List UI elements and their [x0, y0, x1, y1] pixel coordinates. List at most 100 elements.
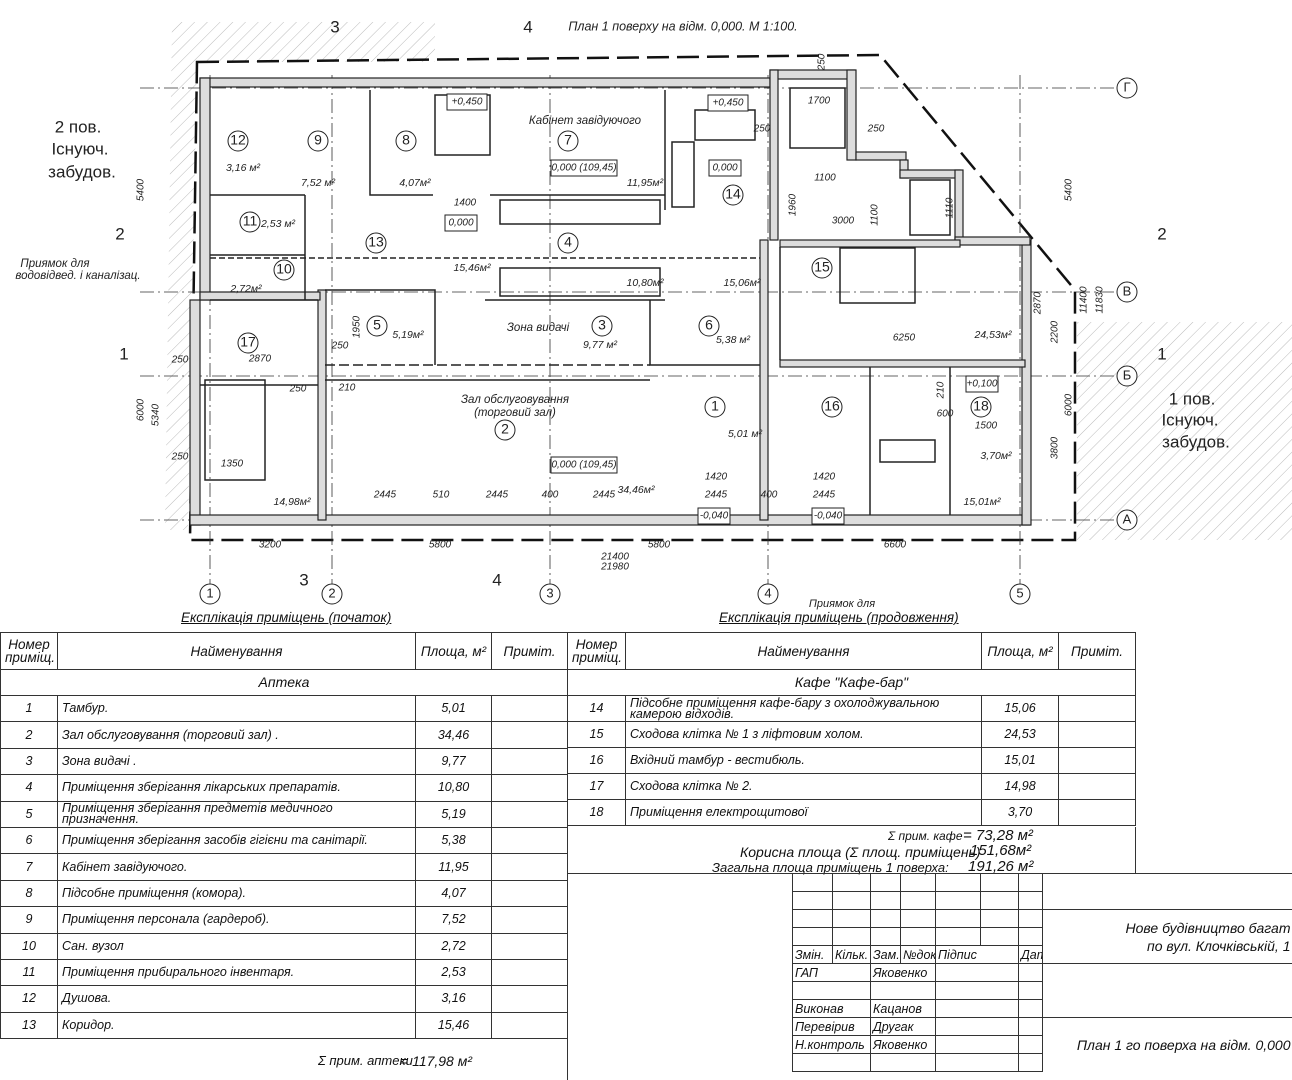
grid-axis-marker	[1009, 583, 1031, 605]
project-title-line2: по вул. Клочківській, 1	[1147, 937, 1291, 954]
level-mark-box	[811, 507, 845, 525]
room-note	[491, 694, 568, 723]
room-note	[491, 906, 568, 934]
room-area-label: 15,01м²	[964, 496, 1001, 508]
role-executor: Виконав	[792, 999, 871, 1018]
dimension-label: 3200	[259, 540, 282, 551]
room-number: 6	[705, 317, 713, 333]
room-area: 9,77	[415, 747, 492, 776]
room-area: 5,01	[415, 694, 492, 723]
room-number-marker	[970, 396, 992, 418]
existing-building-label: 2 пов.	[55, 117, 102, 136]
room-name: Приміщення електрощитової	[625, 799, 982, 826]
room-number: 4	[564, 234, 572, 250]
name-checker: Другак	[870, 1017, 936, 1036]
room-area: 14,98	[981, 773, 1059, 800]
room-name: Приміщення персонала (гардероб).	[57, 906, 416, 934]
room-number: 12	[0, 985, 58, 1013]
level-mark: 0,000 (109,45)	[551, 163, 616, 174]
room-note	[1058, 721, 1136, 748]
room-name: Сходова клітка № 1 з ліфтовим холом.	[625, 721, 982, 748]
room-number-marker	[698, 315, 720, 337]
grid-axis-label: Г	[1123, 79, 1130, 94]
level-mark: 0,000	[712, 163, 737, 174]
room-number: 18	[973, 398, 989, 414]
room-number: 10	[0, 932, 58, 960]
explication-right-title: Експлікація приміщень (продовження)	[719, 610, 959, 625]
grid-axis-label: Б	[1123, 367, 1132, 382]
room-area: 2,72	[415, 932, 492, 960]
tb-header-change: Змін.	[792, 945, 833, 964]
room-number: 7	[0, 853, 58, 881]
room-name: Приміщення прибирального інвентаря.	[57, 958, 416, 987]
dimension-label: 2445	[704, 490, 728, 501]
dimension-label: 1700	[808, 96, 831, 107]
dimension-label: 1420	[705, 472, 728, 483]
dimension-label: 2445	[485, 490, 509, 501]
room-name: Сходова клітка № 2.	[625, 773, 982, 800]
dimension-label: 1400	[454, 198, 477, 209]
room-note	[491, 1011, 568, 1040]
room-name: Зал обслуговування (торговий зал) .	[57, 721, 416, 749]
room-area-label: 34,46м²	[618, 484, 655, 496]
room-number: 17	[240, 334, 256, 350]
dimension-label: 250	[331, 341, 349, 352]
room-number-marker	[227, 130, 249, 152]
room-area: 5,19	[415, 800, 492, 828]
room-number-marker	[237, 332, 259, 354]
dimension-label: 2445	[592, 490, 616, 501]
grid-axis-label: В	[1123, 283, 1132, 298]
room-area-label: 5,19м²	[392, 329, 424, 341]
grid-axis-marker	[757, 583, 779, 605]
room-name: Коридор.	[57, 1011, 416, 1040]
grid-axis-marker	[321, 583, 343, 605]
room-area: 3,16	[415, 985, 492, 1013]
grid-axis-marker	[1116, 365, 1138, 387]
room-name: Підсобне приміщення (комора).	[57, 879, 416, 908]
walls	[189, 69, 1032, 526]
room-area-label: 9,77 м²	[583, 339, 618, 351]
room-name: Приміщення зберігання предметів медичног…	[57, 800, 416, 828]
room-area-label: 15,46м²	[454, 262, 491, 274]
dimension-label: 5340	[151, 403, 162, 426]
room-name: Зона видачі .	[57, 747, 416, 776]
sum-cafe-label: Σ прим. кафе	[888, 829, 963, 843]
room-note	[491, 747, 568, 776]
existing-building-right	[1077, 322, 1292, 540]
grid-axis-marker	[1116, 509, 1138, 531]
grid-axis-marker	[539, 583, 561, 605]
dimension-label: 6000	[1064, 393, 1075, 416]
level-mark-box	[965, 375, 999, 393]
room-number: 13	[368, 234, 384, 250]
room-number-marker	[366, 315, 388, 337]
room-area: 7,52	[415, 906, 492, 934]
total-area-value: 191,26 м²	[968, 858, 1034, 875]
grid-axis-marker	[199, 583, 221, 605]
dimension-label: 2870	[248, 354, 272, 365]
room-number: 8	[0, 879, 58, 908]
room-name: Підсобне приміщення кафе-бару з охолоджу…	[625, 695, 982, 722]
dimension-label: 3000	[832, 216, 855, 227]
header-number: Номер приміщ.	[0, 632, 58, 670]
level-mark-box	[697, 507, 731, 525]
room-number-marker	[239, 211, 261, 233]
room-number-marker	[365, 232, 387, 254]
room-number: 3	[0, 747, 58, 776]
room-name-label: (торговий зал)	[474, 407, 556, 419]
room-number: 11	[243, 213, 258, 229]
grid-axis-label: 1	[206, 585, 213, 600]
room-number-marker	[591, 315, 613, 337]
room-number-marker	[557, 130, 579, 152]
dimension-label: 2870	[1033, 291, 1044, 315]
level-mark: -0,040	[700, 511, 729, 522]
room-number-marker	[821, 396, 843, 418]
room-area-label: 15,06м²	[724, 277, 761, 289]
role-norm-control: Н.контроль	[792, 1035, 871, 1054]
